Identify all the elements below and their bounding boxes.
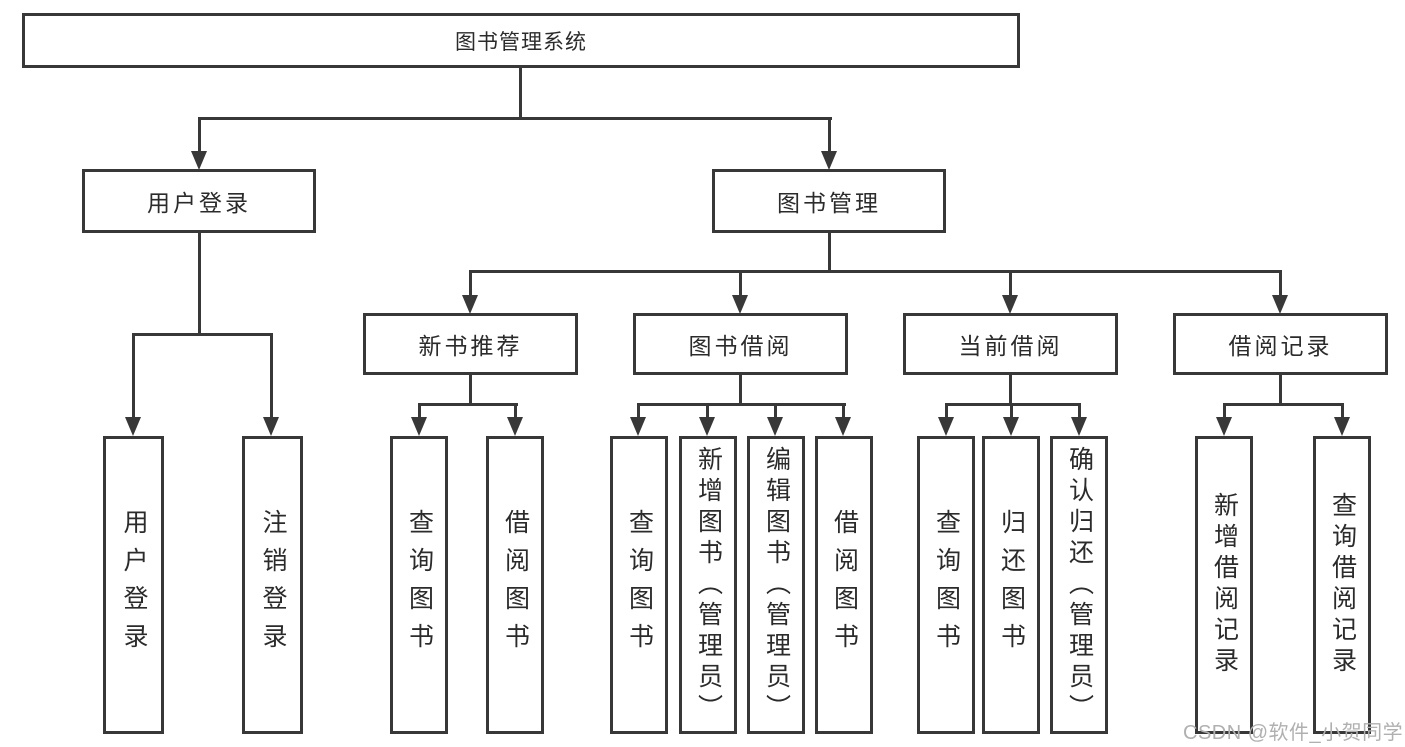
arrowhead-borrow-records xyxy=(1272,295,1288,314)
connector-drop-borrow-query xyxy=(637,403,640,418)
arrowhead-current-borrow xyxy=(1002,295,1018,314)
leaf-confirm-return-admin-label: 确认归还（管理员） xyxy=(1065,445,1094,725)
connector-current-rail xyxy=(945,403,1081,406)
node-user-login-label: 用户登录 xyxy=(147,190,251,216)
arrowhead-borrow-books xyxy=(835,417,851,436)
arrowhead-user-login xyxy=(191,151,207,170)
node-borrow-records-label: 借阅记录 xyxy=(1228,333,1333,359)
connector-drop-borrow-books xyxy=(842,403,845,418)
arrowhead-recommend-query xyxy=(411,417,427,436)
leaf-add-borrow-record: 新增借阅记录 xyxy=(1195,436,1253,734)
leaf-query-borrow-record-label: 查询借阅记录 xyxy=(1328,492,1357,678)
leaf-recommend-borrow-books: 借阅图书 xyxy=(486,436,544,734)
watermark: CSDN @软件_小贺同学 xyxy=(1183,722,1404,744)
arrowhead-add-books xyxy=(699,417,715,436)
leaf-user-login: 用户登录 xyxy=(103,436,164,734)
leaf-current-query-books: 查询图书 xyxy=(917,436,975,734)
leaf-edit-books-admin: 编辑图书（管理员） xyxy=(747,436,805,734)
arrowhead-edit-books xyxy=(767,417,783,436)
node-library-system: 图书管理系统 xyxy=(22,13,1020,68)
connector-drop-leaf-logout xyxy=(270,333,273,418)
node-new-book-recommend: 新书推荐 xyxy=(363,313,578,375)
leaf-recommend-query-books-label: 查询图书 xyxy=(405,509,434,661)
node-current-borrow: 当前借阅 xyxy=(903,313,1118,375)
leaf-borrow-books-label: 借阅图书 xyxy=(830,509,859,661)
arrowhead-confirm-return xyxy=(1071,417,1087,436)
connector-root-rail xyxy=(198,117,832,120)
leaf-return-books-label: 归还图书 xyxy=(997,509,1026,661)
leaf-recommend-query-books: 查询图书 xyxy=(390,436,448,734)
connector-book-management-stem xyxy=(828,233,831,273)
connector-borrow-rail xyxy=(637,403,846,406)
leaf-logout-label: 注销登录 xyxy=(259,509,287,661)
node-borrow-records: 借阅记录 xyxy=(1173,313,1388,375)
arrowhead-query-record xyxy=(1334,417,1350,436)
leaf-borrow-query-books-label: 查询图书 xyxy=(625,509,654,661)
arrowhead-book-management xyxy=(821,151,837,170)
connector-drop-borrow-records xyxy=(1279,270,1282,296)
arrowhead-new-book-recommend xyxy=(462,295,478,314)
connector-records-stem xyxy=(1279,375,1282,405)
arrowhead-leaf-user-login xyxy=(125,417,141,436)
leaf-return-books: 归还图书 xyxy=(982,436,1040,734)
connector-drop-user-login xyxy=(198,117,201,152)
connector-drop-query-record xyxy=(1341,403,1344,418)
leaf-add-books-admin: 新增图书（管理员） xyxy=(679,436,737,734)
node-book-borrow: 图书借阅 xyxy=(633,313,848,375)
connector-user-login-rail xyxy=(132,333,273,336)
leaf-add-borrow-record-label: 新增借阅记录 xyxy=(1210,492,1239,678)
leaf-borrow-query-books: 查询图书 xyxy=(610,436,668,734)
arrowhead-recommend-borrow xyxy=(507,417,523,436)
connector-recommend-stem xyxy=(469,375,472,405)
node-book-borrow-label: 图书借阅 xyxy=(688,333,793,359)
connector-records-rail xyxy=(1223,403,1344,406)
leaf-recommend-borrow-books-label: 借阅图书 xyxy=(501,509,530,661)
arrowhead-current-query xyxy=(938,417,954,436)
connector-drop-return-books xyxy=(1010,403,1013,418)
connector-user-login-stem xyxy=(198,233,201,336)
connector-borrow-stem xyxy=(739,375,742,405)
arrowhead-borrow-query xyxy=(630,417,646,436)
arrowhead-return-books xyxy=(1003,417,1019,436)
connector-drop-recommend-query xyxy=(418,403,421,418)
node-library-system-label: 图书管理系统 xyxy=(455,30,587,54)
leaf-add-books-admin-label: 新增图书（管理员） xyxy=(694,445,723,725)
connector-drop-add-record xyxy=(1223,403,1226,418)
node-new-book-recommend-label: 新书推荐 xyxy=(418,333,523,359)
node-current-borrow-label: 当前借阅 xyxy=(958,333,1063,359)
connector-current-stem xyxy=(1009,375,1012,405)
connector-drop-current-query xyxy=(945,403,948,418)
connector-drop-book-borrow xyxy=(739,270,742,296)
connector-recommend-rail xyxy=(418,403,518,406)
connector-drop-leaf-user-login xyxy=(132,333,135,418)
node-book-management: 图书管理 xyxy=(712,169,946,233)
connector-drop-confirm-return xyxy=(1078,403,1081,418)
connector-drop-book-management xyxy=(828,117,831,152)
leaf-query-borrow-record: 查询借阅记录 xyxy=(1313,436,1371,734)
leaf-confirm-return-admin: 确认归还（管理员） xyxy=(1050,436,1108,734)
connector-drop-edit-books xyxy=(774,403,777,418)
connector-drop-add-books xyxy=(706,403,709,418)
arrowhead-leaf-logout xyxy=(263,417,279,436)
connector-drop-recommend-borrow xyxy=(514,403,517,418)
leaf-logout: 注销登录 xyxy=(242,436,303,734)
arrowhead-book-borrow xyxy=(732,295,748,314)
connector-book-management-rail xyxy=(469,270,1282,273)
connector-drop-current-borrow xyxy=(1009,270,1012,296)
leaf-borrow-books: 借阅图书 xyxy=(815,436,873,734)
connector-root-stem xyxy=(519,68,522,119)
connector-drop-new-book-recommend xyxy=(469,270,472,296)
leaf-current-query-books-label: 查询图书 xyxy=(932,509,961,661)
arrowhead-add-record xyxy=(1216,417,1232,436)
node-book-management-label: 图书管理 xyxy=(777,190,881,216)
leaf-user-login-label: 用户登录 xyxy=(120,509,148,661)
node-user-login: 用户登录 xyxy=(82,169,316,233)
leaf-edit-books-admin-label: 编辑图书（管理员） xyxy=(762,445,791,725)
